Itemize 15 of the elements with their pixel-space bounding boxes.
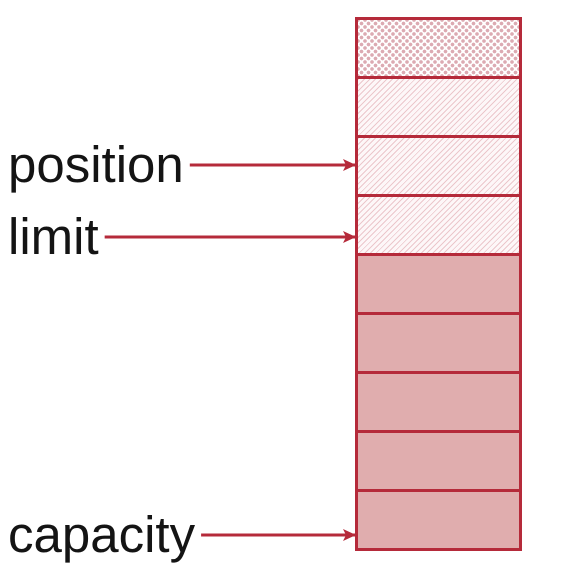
buffer-cell <box>355 76 522 138</box>
buffer-cell <box>355 371 522 433</box>
pointer-label: limit <box>8 211 99 263</box>
arrow <box>104 231 356 243</box>
pointer-label: capacity <box>8 509 196 561</box>
buffer-cell <box>355 17 522 79</box>
pointer-label: position <box>8 139 184 191</box>
arrow <box>190 159 356 171</box>
buffer-cell <box>355 194 522 256</box>
buffer-cell <box>355 430 522 492</box>
buffer-cell <box>355 135 522 197</box>
buffer-cell <box>355 253 522 315</box>
arrow <box>201 529 356 541</box>
buffer-cell <box>355 489 522 551</box>
buffer-cell <box>355 312 522 374</box>
